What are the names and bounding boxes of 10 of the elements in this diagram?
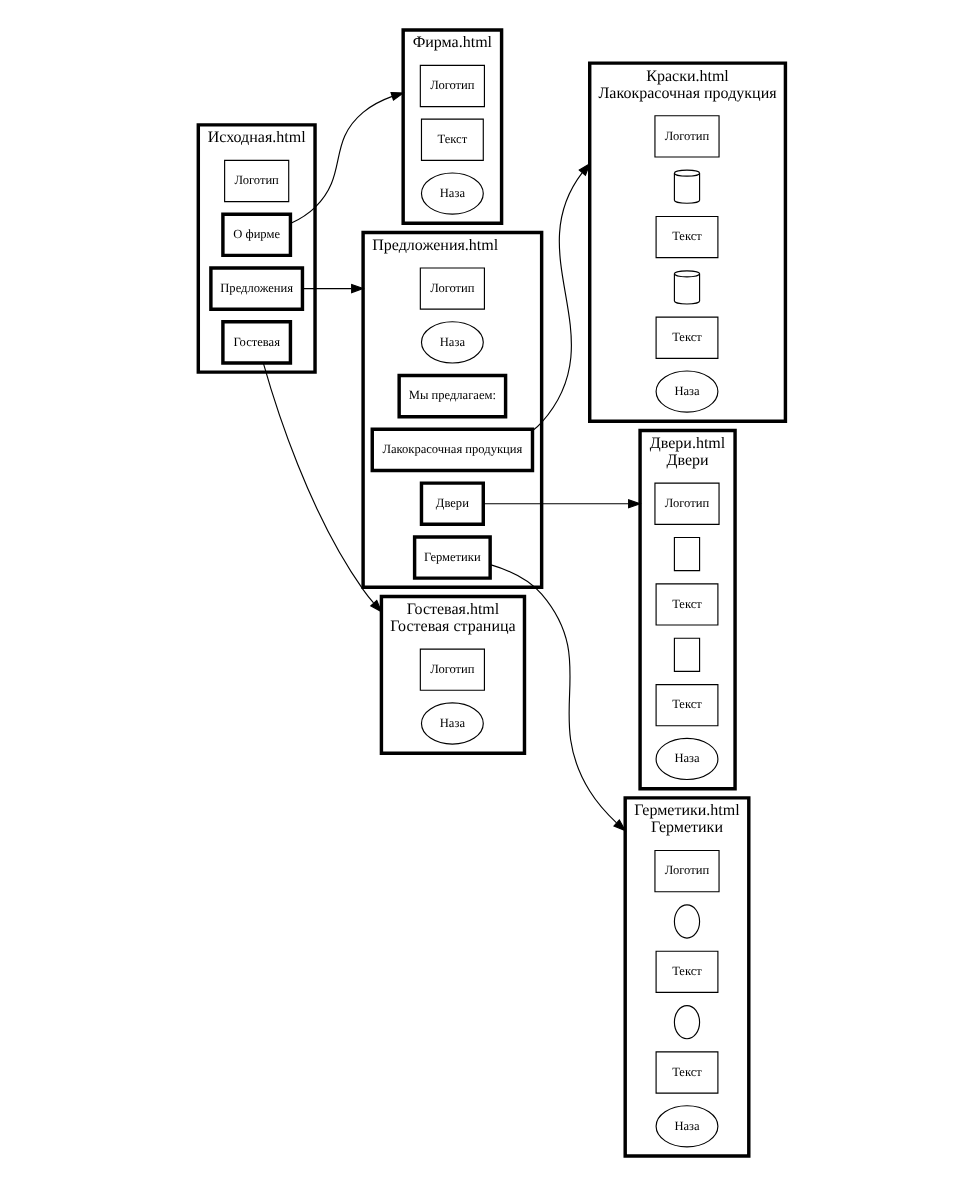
node-ellipse — [672, 904, 700, 939]
arrow — [261, 362, 382, 613]
node-box — [672, 536, 700, 572]
arrow — [288, 91, 404, 225]
arrow — [481, 498, 641, 509]
arrow — [301, 283, 364, 294]
arrow — [488, 564, 626, 832]
arrow — [531, 162, 590, 432]
node-ellipse — [672, 1005, 700, 1040]
node-box — [672, 637, 700, 672]
